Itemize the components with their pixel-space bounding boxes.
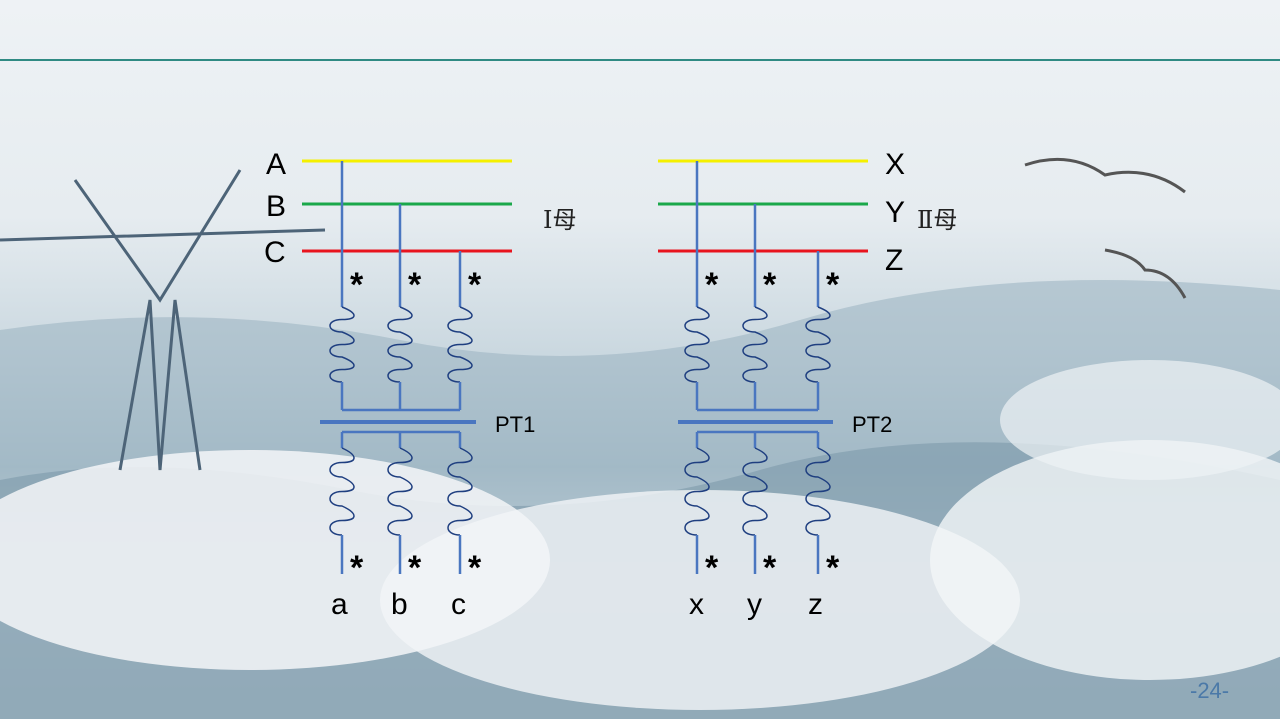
polarity-mark: * [763, 266, 777, 304]
primary-winding [387, 306, 413, 383]
polarity-mark: * [408, 549, 422, 587]
bus-label-c: C [264, 236, 286, 269]
bus-label-y: Y [885, 196, 906, 229]
secondary-label-y: y [747, 588, 762, 621]
bus-label-z: Z [885, 244, 904, 277]
primary-winding [329, 306, 355, 383]
secondary-label-z: z [808, 588, 823, 621]
bus-label-a: A [266, 148, 287, 181]
polarity-mark: * [350, 266, 364, 304]
primary-winding [684, 306, 710, 383]
polarity-mark: * [408, 266, 422, 304]
secondary-winding [447, 447, 473, 536]
primary-winding [447, 306, 473, 383]
transmission-tower-icon [0, 169, 326, 471]
bus-name-1: Ⅰ母 [543, 206, 577, 234]
bus-name-2: Ⅱ母 [917, 206, 958, 234]
secondary-label-x: x [689, 588, 704, 621]
pt1-label: PT1 [495, 412, 536, 437]
polarity-mark: * [705, 549, 719, 587]
polarity-mark: * [468, 266, 482, 304]
secondary-winding [805, 447, 831, 536]
secondary-winding [329, 447, 355, 536]
secondary-winding [387, 447, 413, 536]
secondary-label-b: b [391, 588, 408, 621]
polarity-mark: * [705, 266, 719, 304]
page-number: -24- [1190, 678, 1230, 703]
pt2-label: PT2 [852, 412, 893, 437]
secondary-label-c: c [451, 588, 466, 621]
header-divider [0, 59, 1280, 61]
primary-winding [805, 306, 831, 383]
polarity-mark: * [350, 549, 364, 587]
secondary-winding [684, 447, 710, 536]
polarity-mark: * [826, 549, 840, 587]
bus-label-x: X [885, 148, 906, 181]
polarity-mark: * [763, 549, 777, 587]
polarity-mark: * [468, 549, 482, 587]
seagull-icon [1024, 157, 1187, 299]
secondary-winding [742, 447, 768, 536]
primary-winding [742, 306, 768, 383]
polarity-mark: * [826, 266, 840, 304]
secondary-label-a: a [331, 588, 348, 621]
bus-label-b: B [266, 190, 287, 223]
